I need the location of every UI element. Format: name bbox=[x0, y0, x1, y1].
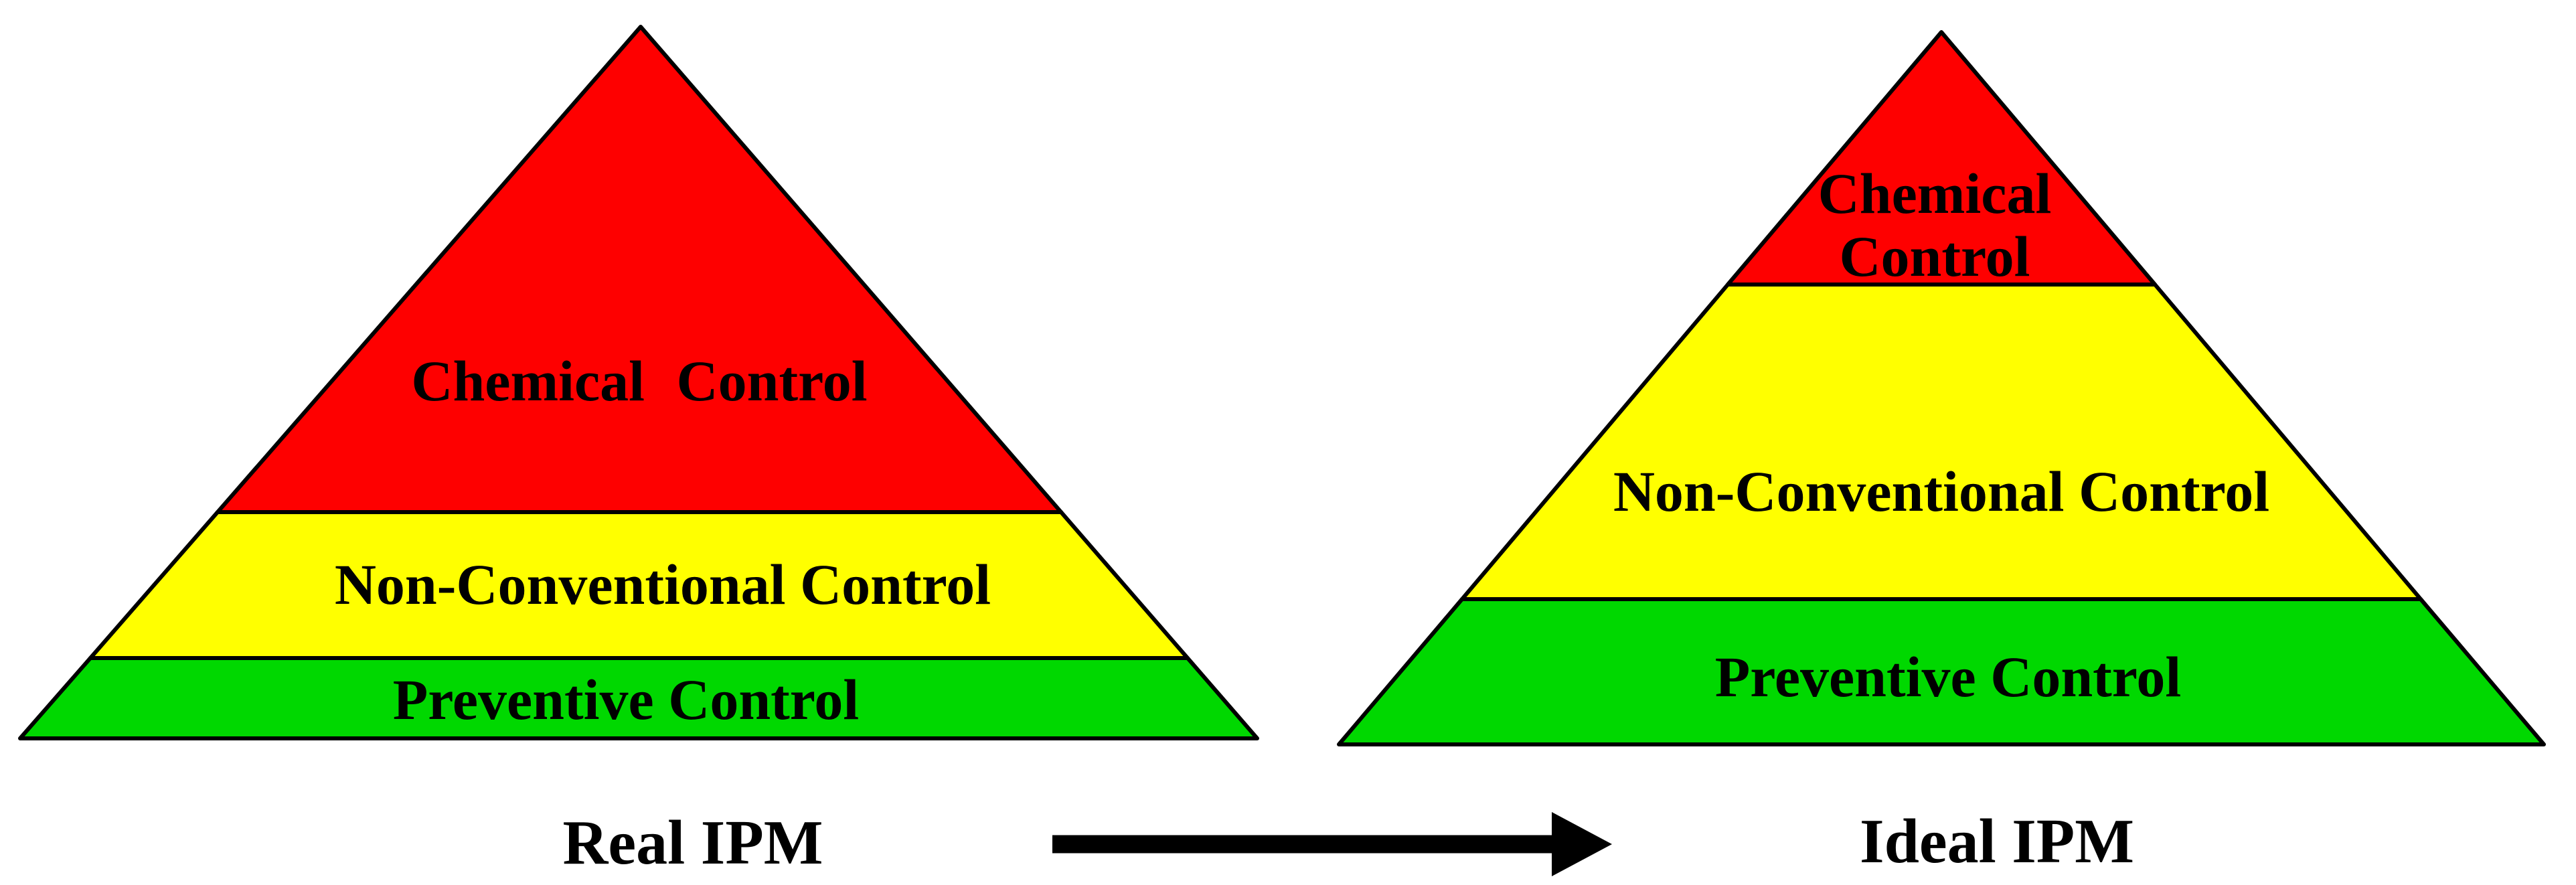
real-ipm-caption: Real IPM bbox=[563, 808, 823, 878]
real-ipm-chemical-layer bbox=[216, 25, 1063, 514]
ideal-ipm-non-conventional-layer bbox=[1460, 283, 2423, 601]
ideal-ipm-chemical-label-line2: Control bbox=[1839, 224, 2030, 289]
ideal-ipm-pyramid: Chemical Control Non-Conventional Contro… bbox=[1337, 30, 2546, 746]
real-ipm-non-conventional-label: Non-Conventional Control bbox=[335, 552, 991, 617]
ideal-ipm-preventive-layer bbox=[1337, 597, 2546, 746]
real-ipm-pyramid: Chemical Control Non-Conventional Contro… bbox=[18, 25, 1259, 740]
ideal-ipm-preventive-label: Preventive Control bbox=[1715, 645, 2182, 709]
real-ipm-preventive-layer bbox=[18, 656, 1259, 740]
ideal-ipm-caption: Ideal IPM bbox=[1860, 807, 2134, 876]
real-ipm-chemical-label: Chemical Control bbox=[411, 349, 867, 413]
ideal-ipm-non-conventional-label: Non-Conventional Control bbox=[1613, 459, 2269, 524]
real-ipm-preventive-label: Preventive Control bbox=[393, 667, 860, 732]
arrow-head bbox=[1552, 812, 1612, 876]
real-to-ideal-arrow-icon bbox=[1052, 812, 1612, 876]
ideal-ipm-chemical-label-line1: Chemical bbox=[1818, 161, 2052, 226]
